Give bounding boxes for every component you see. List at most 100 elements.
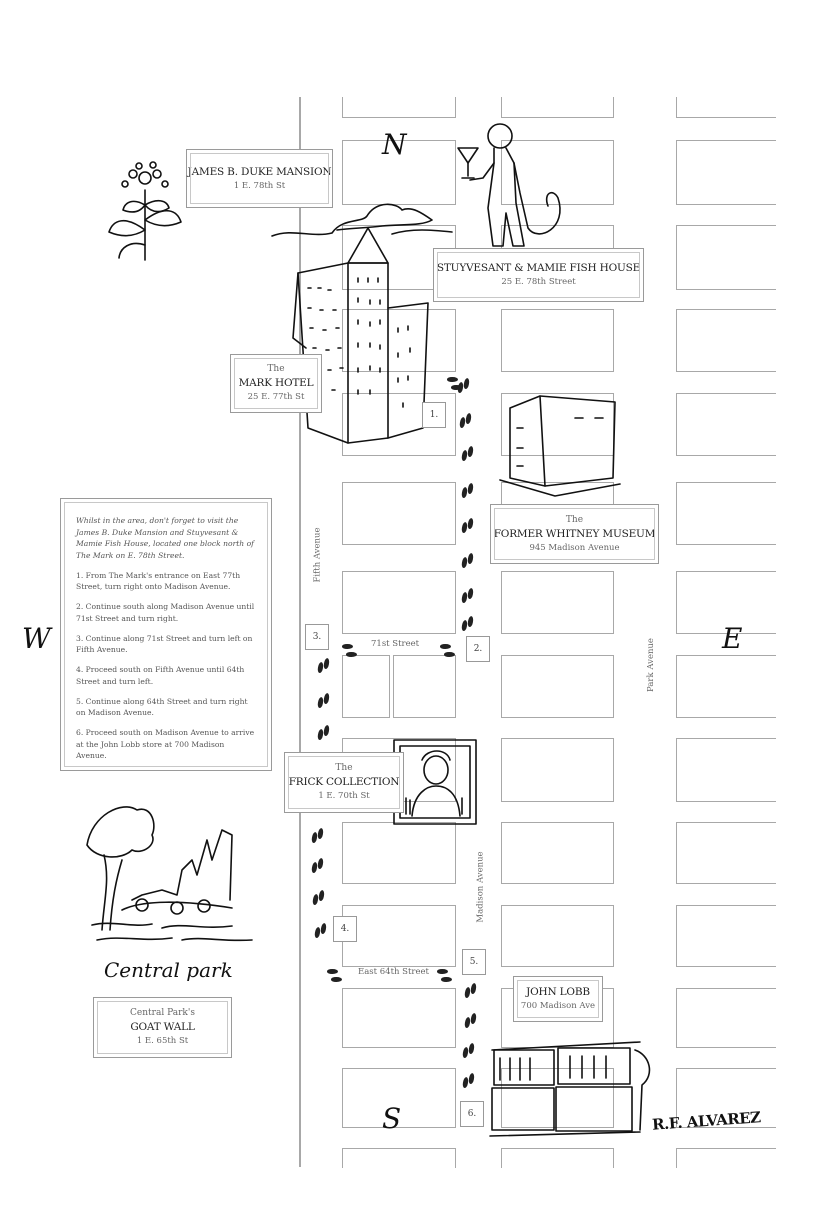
- footprint-icon: [451, 385, 462, 390]
- label-goat-wall[interactable]: Central Park's GOAT WALL 1 E. 65th St: [93, 997, 232, 1058]
- step-marker-5: 5.: [462, 949, 486, 975]
- step-marker-6: 6.: [460, 1101, 484, 1127]
- compass-north: N: [382, 128, 407, 161]
- footprint-icon: [437, 969, 448, 974]
- city-block: [501, 571, 614, 634]
- city-block: [676, 738, 776, 802]
- street-label-fifth-avenue: Fifth Avenue: [312, 527, 323, 583]
- direction-step: 4. Proceed south on Fifth Avenue until 6…: [76, 665, 245, 686]
- city-block: [501, 1148, 614, 1168]
- footprint-icon: [323, 724, 330, 737]
- john-lobb-storefront-illustration: [489, 1041, 651, 1137]
- street-label-71st: 71st Street: [371, 639, 420, 649]
- footprint-icon: [467, 587, 474, 600]
- mark-hotel-building-illustration: [292, 227, 429, 444]
- footprint-icon: [463, 377, 470, 390]
- label-stuyvesant-mamie-fish-house[interactable]: STUYVESANT & MAMIE FISH HOUSE 25 E. 78th…: [433, 248, 644, 302]
- city-block: [676, 571, 776, 634]
- city-block: [342, 571, 456, 634]
- footprint-icon: [470, 1012, 477, 1025]
- footprint-icon: [317, 857, 324, 870]
- monkey-butler-illustration: [457, 123, 561, 247]
- city-block: [342, 988, 456, 1048]
- label-james-b-duke-mansion[interactable]: JAMES B. DUKE MANSION 1 E. 78th St: [186, 149, 333, 208]
- landmark-name: JAMES B. DUKE MANSION: [187, 165, 332, 178]
- compass-west: W: [22, 622, 51, 655]
- footprint-icon: [323, 657, 330, 670]
- footprint-icon: [465, 412, 472, 425]
- landmark-prefix: The: [267, 364, 285, 374]
- footprint-icon: [318, 889, 325, 902]
- direction-step: 2. Continue south along Madison Avenue u…: [76, 602, 255, 623]
- directions-intro: Whilst in the area, don't forget to visi…: [76, 516, 254, 560]
- footprint-icon: [440, 644, 451, 649]
- footprint-icon: [331, 977, 342, 982]
- compass-south: S: [382, 1102, 402, 1135]
- central-park-illustration: [86, 806, 253, 942]
- footprint-icon: [447, 377, 458, 382]
- walking-directions-panel: Whilst in the area, don't forget to visi…: [60, 498, 272, 771]
- step-marker-2: 2.: [466, 636, 490, 662]
- landmark-name: GOAT WALL: [130, 1021, 195, 1033]
- city-block: [393, 655, 456, 718]
- landmark-name: FRICK COLLECTION: [288, 776, 400, 788]
- city-block: [676, 655, 776, 718]
- footprint-icon: [441, 977, 452, 982]
- city-block: [501, 655, 614, 718]
- landmark-name: STUYVESANT & MAMIE FISH HOUSE: [436, 262, 641, 274]
- label-mark-hotel[interactable]: The MARK HOTEL 25 E. 77th St: [230, 354, 322, 413]
- footprint-icon: [320, 922, 327, 935]
- footprint-icon: [327, 969, 338, 974]
- city-block: [676, 225, 776, 290]
- city-block: [342, 482, 456, 545]
- footprint-icon: [346, 652, 357, 657]
- city-block: [676, 1068, 776, 1128]
- label-john-lobb[interactable]: JOHN LOBB 700 Madison Ave: [513, 976, 603, 1022]
- city-block: [676, 988, 776, 1048]
- footprint-icon: [317, 827, 324, 840]
- city-block: [342, 140, 456, 205]
- footprint-icon: [467, 482, 474, 495]
- city-block: [342, 822, 456, 884]
- city-block: [501, 905, 614, 967]
- label-frick-collection[interactable]: The FRICK COLLECTION 1 E. 70th St: [284, 752, 404, 813]
- landmark-address: 1 E. 70th St: [318, 791, 370, 801]
- landmark-name: FORMER WHITNEY MUSEUM: [493, 527, 656, 540]
- street-label-64th: East 64th Street: [358, 967, 429, 977]
- artist-signature: R.F. ALVAREZ: [651, 1108, 762, 1134]
- city-block: [676, 905, 776, 967]
- flower-plant-illustration: [108, 161, 182, 261]
- footprint-icon: [467, 615, 474, 628]
- whitney-museum-building-illustration: [499, 395, 621, 497]
- footprint-icon: [467, 552, 474, 565]
- city-block: [676, 309, 776, 372]
- landmark-address: 25 E. 77th St: [247, 392, 305, 402]
- cloud-illustration: [271, 203, 453, 237]
- step-marker-1: 1.: [422, 402, 446, 428]
- step-marker-3: 3.: [305, 624, 329, 650]
- street-label-park-avenue: Park Avenue: [645, 638, 656, 692]
- city-block: [342, 309, 456, 372]
- step-marker-4: 4.: [333, 916, 357, 942]
- city-block: [342, 1068, 456, 1128]
- footprint-icon: [468, 1072, 475, 1085]
- city-block: [676, 140, 776, 205]
- city-block: [501, 738, 614, 802]
- compass-east: E: [722, 622, 743, 655]
- fifth-avenue-line: [299, 97, 301, 1167]
- direction-step: 3. Continue along 71st Street and turn l…: [76, 633, 253, 655]
- footprint-icon: [444, 652, 455, 657]
- label-former-whitney-museum[interactable]: The FORMER WHITNEY MUSEUM 945 Madison Av…: [490, 504, 659, 564]
- landmark-prefix: The: [335, 763, 353, 773]
- landmark-prefix: The: [565, 514, 584, 525]
- landmark-address: 25 E. 78th Street: [501, 277, 576, 287]
- landmark-address: 1 E. 65th St: [136, 1036, 189, 1046]
- footprint-icon: [342, 644, 353, 649]
- city-block: [676, 1148, 776, 1168]
- city-block: [501, 822, 614, 884]
- footprint-icon: [467, 445, 474, 458]
- city-block: [501, 97, 614, 118]
- city-block: [676, 822, 776, 884]
- street-label-madison-avenue: Madison Avenue: [475, 851, 486, 923]
- city-block: [342, 905, 456, 967]
